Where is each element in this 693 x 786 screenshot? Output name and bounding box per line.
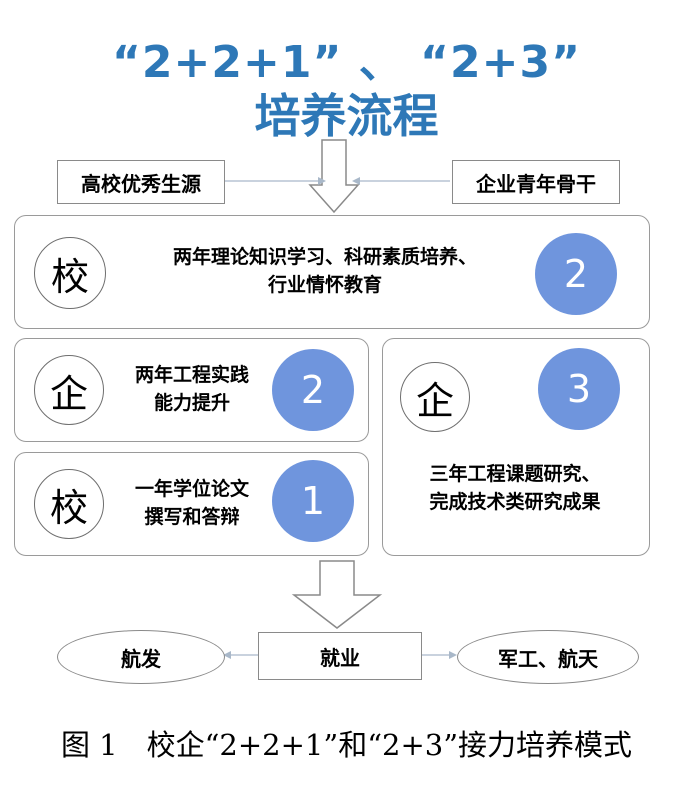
panel-right-text-line2: 完成技术类研究成果 [429,491,601,513]
outcome-hangfa: 航发 [57,630,225,684]
outcome-military-aerospace: 军工、航天 [457,630,639,684]
title-line-2: 培养流程 [254,89,439,143]
enterprise-char-circle-right: 企 [400,362,470,432]
figure-caption: 图 1 校企“2+2+1”和“2+3”接力培养模式 [60,728,633,762]
panel-bottom-left-text-line2: 撰写和答辩 [144,506,240,528]
number-circle-bottom-left: 1 [272,460,354,542]
panel-bottom-left-text: 一年学位论文 撰写和答辩 [112,475,272,531]
bottom-down-arrow [291,560,383,629]
panel-right-text-line1: 三年工程课题研究、 [429,463,601,485]
university-source-box: 高校优秀生源 [57,160,225,204]
school-char-circle: 校 [34,237,106,309]
panel-top-text: 两年理论知识学习、科研素质培养、 行业情怀教育 [115,243,535,299]
enterprise-source-box: 企业青年骨干 [452,160,620,204]
number-circle-top: 2 [535,233,617,315]
left-source-arrowhead [318,177,326,185]
panel-mid-left-text: 两年工程实践 能力提升 [112,361,272,417]
enterprise-char-circle-left: 企 [34,355,104,425]
top-down-arrow [308,139,360,214]
number-circle-right: 3 [538,348,620,430]
panel-top-text-line1: 两年理论知识学习、科研素质培养、 [172,246,477,268]
right-source-arrowhead [352,177,360,185]
panel-bottom-left-text-line1: 一年学位论文 [134,478,249,500]
panel-mid-left-text-line2: 能力提升 [153,392,230,414]
hangfa-arrowhead [223,651,231,659]
panel-mid-left-text-line1: 两年工程实践 [134,364,249,386]
number-circle-mid-left: 2 [272,349,354,431]
military-arrowhead [449,651,457,659]
title-line-1: “2+2+1” 、 “2+3” [112,37,581,88]
panel-right-text: 三年工程课题研究、 完成技术类研究成果 [392,460,638,516]
panel-top-text-line2: 行业情怀教育 [267,274,382,296]
outcome-employment-box: 就业 [258,632,422,680]
school-char-circle-bottom: 校 [34,469,104,539]
